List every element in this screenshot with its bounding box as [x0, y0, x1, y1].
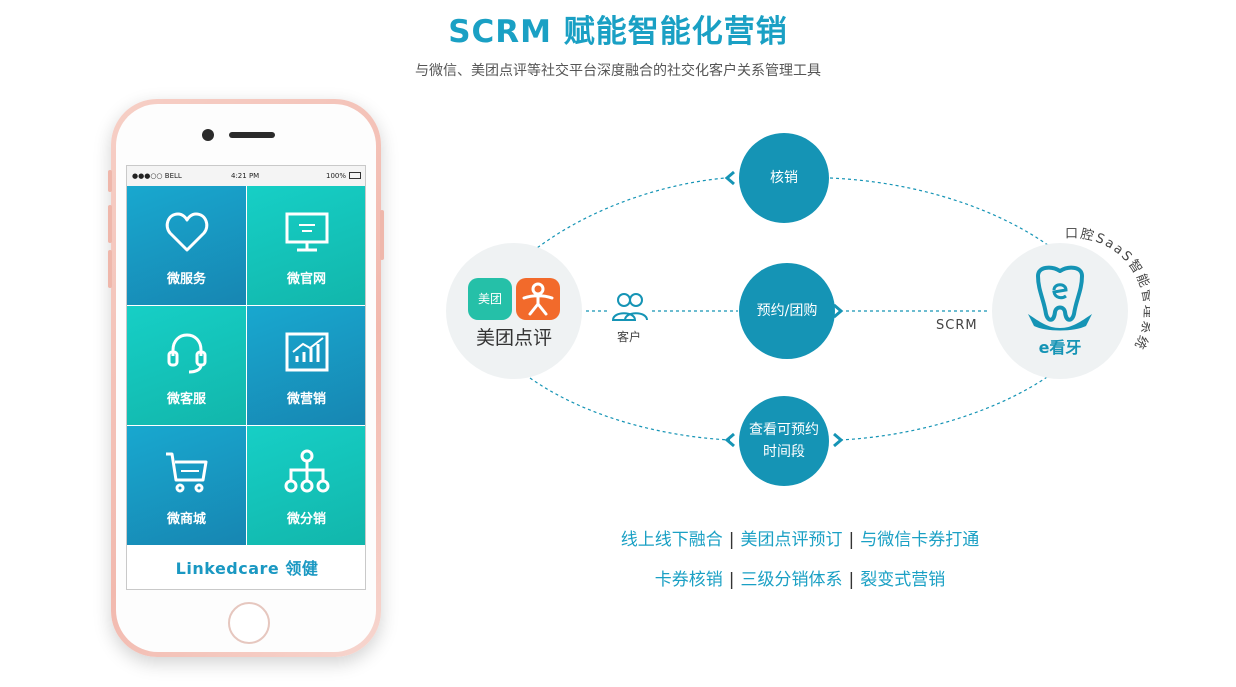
node-booking: 预约/团购 [739, 263, 835, 359]
scrm-label: SCRM [936, 318, 978, 333]
feature-item: 线上线下融合 [620, 530, 723, 550]
dianping-badge [516, 278, 560, 320]
customer-icon [611, 293, 648, 321]
node-booking-label: 预约/团购 [756, 303, 818, 319]
camera-icon [202, 129, 214, 141]
tile-weiyingxiao[interactable]: 微营销 [247, 306, 365, 425]
tile-label: 微官网 [286, 272, 326, 287]
tile-label: 微营销 [286, 392, 326, 407]
tile-label: 微商城 [166, 512, 206, 527]
status-battery: 100% [326, 172, 347, 180]
node-schedule-line1: 查看可预约 [749, 422, 819, 438]
tile-label: 微服务 [166, 272, 206, 287]
tile-weikefu[interactable]: 微客服 [127, 306, 246, 425]
feature-item: 裂变式营销 [860, 570, 946, 590]
meituan-label: 美团点评 [475, 327, 552, 349]
home-button[interactable] [228, 602, 270, 644]
speaker-icon [229, 132, 275, 138]
status-time: 4:21 PM [231, 172, 260, 180]
features-row-1: 线上线下融合|美团点评预订|与微信卡券打通 [560, 525, 1040, 550]
status-bar: ●●●○○ BELL 4:21 PM 100% [127, 166, 365, 186]
brand-logo: Linkedcare 领健 [175, 559, 319, 578]
mute-switch [108, 170, 112, 192]
node-hexiao-label: 核销 [770, 170, 798, 186]
tooth-logo-icon [1028, 265, 1092, 331]
tile-weiguanwang[interactable]: 微官网 [247, 186, 365, 305]
heart-icon [165, 212, 209, 252]
node-schedule: 查看可预约 时间段 [739, 396, 829, 486]
arc-caption: 口腔SaaS智能管理系统 [1065, 227, 1150, 353]
volume-down-button [108, 250, 112, 288]
tile-weifuwu[interactable]: 微服务 [127, 186, 246, 305]
node-schedule-line2: 时间段 [763, 444, 805, 460]
ekanya-label: e看牙 [1038, 338, 1082, 357]
page-title: SCRM 赋能智能化营销 [448, 14, 788, 50]
feature-separator: | [848, 530, 855, 550]
tile-weishangcheng[interactable]: 微商城 [127, 426, 246, 545]
node-hexiao: 核销 [739, 133, 829, 223]
features-row-2: 卡券核销|三级分销体系|裂变式营销 [560, 565, 1040, 590]
feature-item: 美团点评预订 [740, 530, 843, 550]
power-button [380, 210, 384, 260]
network-icon [284, 449, 330, 493]
dianping-person-icon [522, 282, 554, 316]
feature-item: 卡券核销 [654, 570, 723, 590]
tile-label: 微分销 [286, 512, 326, 527]
tile-weifenxiao[interactable]: 微分销 [247, 426, 365, 545]
feature-item: 与微信卡券打通 [860, 530, 980, 550]
headset-icon [167, 333, 207, 374]
ekanya-node [992, 243, 1128, 379]
feature-separator: | [848, 570, 855, 590]
phone-screen: ●●●○○ BELL 4:21 PM 100% 微服务 微官网 [126, 165, 366, 590]
battery-icon [349, 172, 361, 179]
tile-label: 微客服 [166, 392, 206, 407]
customer-label: 客户 [616, 330, 641, 344]
menu-grid: 微服务 微官网 微客服 [127, 186, 365, 546]
feature-separator: | [728, 570, 735, 590]
volume-up-button [108, 205, 112, 243]
cart-icon [166, 452, 208, 493]
svg-text:口腔SaaS智能管理系统: 口腔SaaS智能管理系统 [1065, 227, 1150, 353]
chart-icon [285, 332, 329, 372]
arc-caption-text: 口腔SaaS智能管理系统 [1065, 227, 1150, 353]
meituan-badge: 美团 [468, 278, 512, 320]
page-subtitle: 与微信、美团点评等社交平台深度融合的社交化客户关系管理工具 [415, 63, 821, 79]
monitor-icon [285, 212, 329, 252]
feature-item: 三级分销体系 [740, 570, 843, 590]
meituan-node [446, 243, 582, 379]
status-carrier: ●●●○○ BELL [132, 172, 182, 180]
feature-separator: | [728, 530, 735, 550]
